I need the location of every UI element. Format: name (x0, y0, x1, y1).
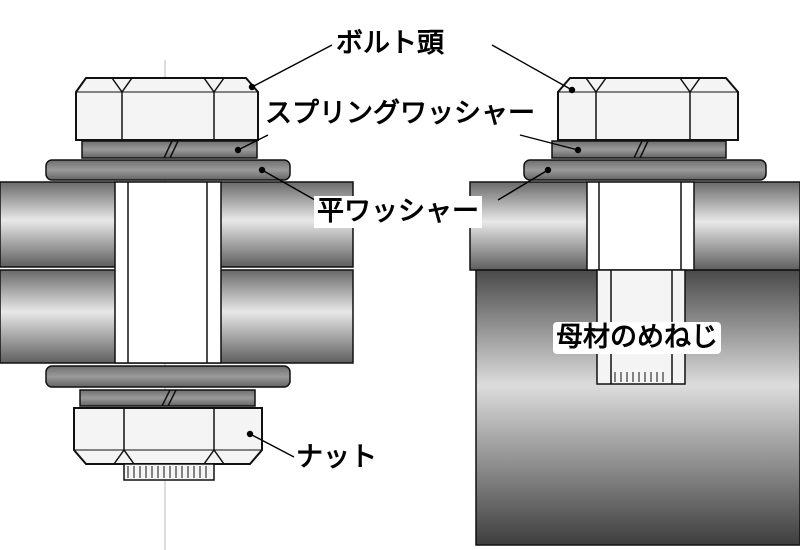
left-spring-washer (81, 140, 258, 159)
label-spring-washer: スプリングワッシャー (262, 98, 538, 130)
left-thread-lines (127, 466, 207, 478)
left-assembly (0, 60, 354, 550)
right-thread-ticks (614, 372, 664, 382)
right-spring-washer-split (639, 140, 649, 159)
left-flat-washer-bottom (45, 365, 291, 388)
right-spring-washer-split (633, 140, 643, 159)
leader-bolt-head-left (251, 44, 333, 88)
label-bolt-head: ボルト頭 (333, 28, 447, 60)
left-spring-washer-split (161, 389, 171, 407)
leader-spring-right (519, 134, 579, 151)
label-nut: ナット (296, 442, 377, 473)
left-bolt-head (75, 77, 259, 141)
label-flat-washer: 平ワッシャー (314, 196, 482, 228)
left-flat-washer-top (45, 159, 291, 181)
left-nut (73, 407, 263, 465)
right-flat-washer (523, 159, 767, 181)
right-assembly (469, 77, 800, 546)
leader-flat-left (261, 169, 316, 201)
left-spring-washer-split (169, 140, 179, 159)
right-bolt-shank (586, 181, 695, 271)
left-spring-washer-split (163, 140, 173, 159)
leader-spring-left (237, 134, 269, 151)
left-spring-washer-bottom (79, 389, 256, 407)
leader-bolt-head-right (491, 44, 573, 91)
left-bolt-shank (114, 181, 222, 364)
leader-lines (234, 44, 582, 458)
leader-nut (249, 433, 295, 458)
right-bolt-head (557, 77, 739, 141)
label-base-thread: 母材のめねじ (553, 322, 721, 354)
left-spring-washer-split (167, 389, 177, 407)
leader-flat-right (497, 169, 549, 201)
